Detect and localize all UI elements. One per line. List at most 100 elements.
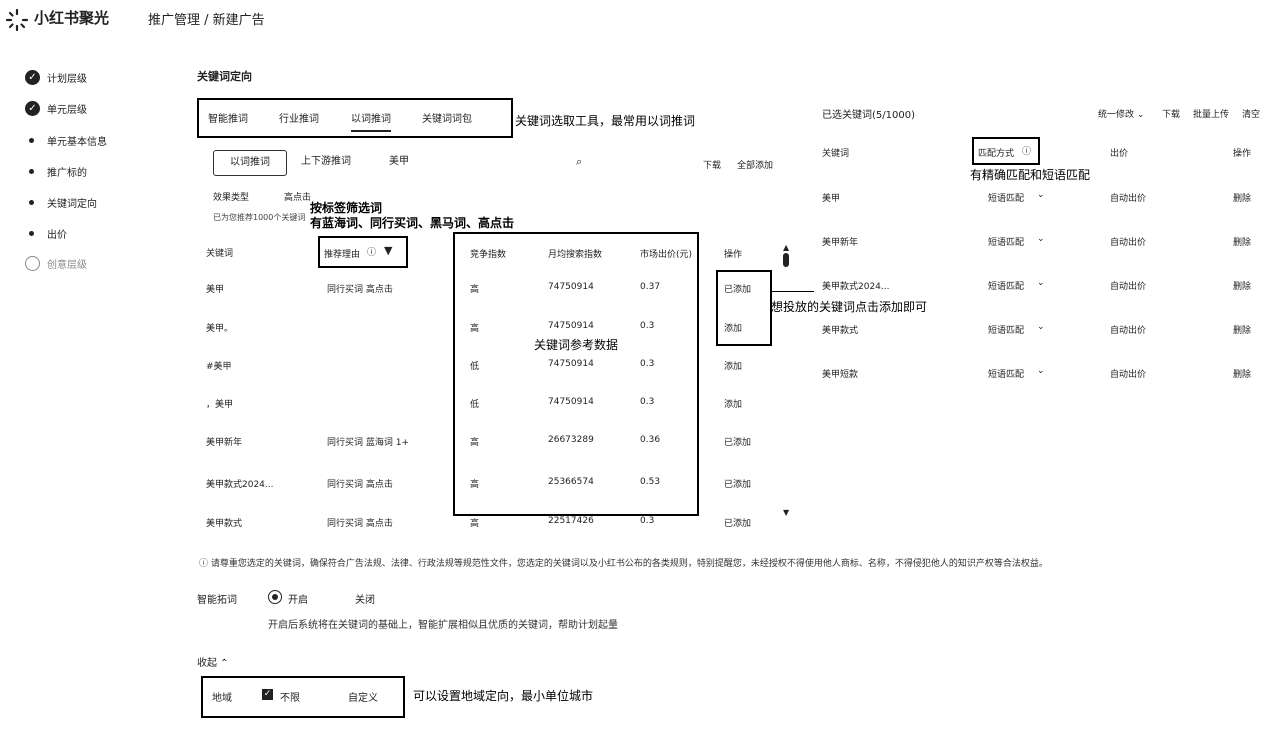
collapse-toggle[interactable]: 收起 ⌃: [197, 658, 229, 669]
sel-th-op: 操作: [1233, 149, 1252, 159]
radio-on-label[interactable]: 开启: [288, 595, 308, 606]
row-action[interactable]: 添加: [724, 324, 743, 334]
add-all-link[interactable]: 全部添加: [737, 161, 774, 171]
step-unit-info[interactable]: 单元基本信息: [25, 133, 107, 148]
sel-row-keyword: 美甲: [822, 194, 841, 204]
row-keyword: #美甲: [206, 362, 232, 372]
sel-row-delete[interactable]: 删除: [1233, 370, 1252, 380]
th-action: 操作: [724, 250, 743, 260]
row-keyword: ，美甲: [206, 400, 234, 410]
row-price: 0.53: [640, 477, 661, 487]
sel-row-bid: 自动出价: [1110, 282, 1147, 292]
info-icon: ⓘ: [367, 248, 377, 258]
sel-row-bid: 自动出价: [1110, 370, 1147, 380]
row-competition: 高: [470, 438, 480, 448]
row-price: 0.3: [640, 516, 655, 526]
row-keyword: 美甲款式2024...: [206, 480, 274, 490]
region-opt-unlimited[interactable]: 不限: [280, 693, 300, 704]
clear-all[interactable]: 清空: [1242, 110, 1261, 120]
chevron-down-icon[interactable]: ⌄: [1037, 234, 1045, 244]
region-opt-custom[interactable]: 自定义: [348, 693, 378, 704]
step-target[interactable]: 推广标的: [25, 164, 87, 179]
search-tab-word[interactable]: 以词推词: [213, 150, 287, 176]
search-icon[interactable]: ⌕: [576, 155, 583, 168]
row-search-index: 74750914: [548, 282, 594, 292]
row-action[interactable]: 已添加: [724, 480, 752, 490]
row-price: 0.37: [640, 282, 661, 292]
scroll-up-icon[interactable]: ▲: [783, 243, 790, 252]
row-action[interactable]: 添加: [724, 400, 743, 410]
row-keyword: 美甲: [206, 285, 225, 295]
sel-row-delete[interactable]: 删除: [1233, 194, 1252, 204]
sel-row-bid: 自动出价: [1110, 238, 1147, 248]
add-box: [716, 270, 772, 346]
row-action[interactable]: 已添加: [724, 438, 752, 448]
chevron-down-icon[interactable]: ⌄: [1037, 278, 1045, 288]
sel-th-bid: 出价: [1110, 149, 1129, 159]
radio-off-label[interactable]: 关闭: [355, 595, 375, 606]
filter-value[interactable]: 高点击: [284, 193, 312, 203]
row-action[interactable]: 已添加: [724, 285, 752, 295]
th-reason: 推荐理由: [324, 250, 361, 260]
row-action[interactable]: 已添加: [724, 519, 752, 529]
chevron-up-icon: ⌃: [217, 658, 229, 669]
radio-on[interactable]: [268, 590, 282, 604]
tab-word[interactable]: 以词推词: [351, 110, 391, 132]
annotation-data: 关键词参考数据: [534, 338, 619, 352]
row-competition: 高: [470, 480, 480, 490]
row-price: 0.36: [640, 435, 661, 445]
step-unit[interactable]: ✓单元层级: [25, 101, 87, 116]
checkbox-icon[interactable]: ✓: [262, 689, 273, 700]
sel-row-match[interactable]: 短语匹配: [988, 326, 1025, 336]
download-link[interactable]: 下载: [703, 161, 722, 171]
tab-package[interactable]: 关键词词包: [422, 114, 472, 125]
empty-circle-icon: [25, 256, 40, 271]
row-competition: 高: [470, 519, 480, 529]
step-keyword[interactable]: 关键词定向: [25, 195, 97, 210]
chevron-down-icon[interactable]: ⌄: [1037, 190, 1045, 200]
bulk-upload[interactable]: 批量上传: [1193, 110, 1230, 120]
selected-download[interactable]: 下载: [1162, 110, 1181, 120]
row-action[interactable]: 添加: [724, 362, 743, 372]
chevron-down-icon[interactable]: ⌄: [1037, 322, 1045, 332]
row-price: 0.3: [640, 359, 655, 369]
row-search-index: 25366574: [548, 477, 594, 487]
sel-row-match[interactable]: 短语匹配: [988, 194, 1025, 204]
sel-row-delete[interactable]: 删除: [1233, 326, 1252, 336]
annotation-tools: 关键词选取工具，最常用以词推词: [515, 114, 696, 128]
th-search-index[interactable]: 月均搜索指数: [548, 250, 603, 260]
scroll-down-icon[interactable]: ▼: [783, 508, 790, 517]
sel-row-delete[interactable]: 删除: [1233, 238, 1252, 248]
th-competition[interactable]: 竞争指数: [470, 250, 507, 260]
sel-row-delete[interactable]: 删除: [1233, 282, 1252, 292]
row-reason: 同行买词 高点击: [327, 480, 393, 490]
sel-row-match[interactable]: 短语匹配: [988, 238, 1025, 248]
step-creative[interactable]: 创意层级: [25, 256, 87, 271]
scrollbar-thumb[interactable]: [783, 253, 789, 267]
breadcrumb[interactable]: 推广管理 / 新建广告: [148, 13, 265, 28]
info-icon: ⓘ: [1022, 147, 1032, 157]
section-title: 关键词定向: [197, 70, 252, 83]
search-tab-chain[interactable]: 上下游推词: [301, 156, 351, 167]
row-price: 0.3: [640, 321, 655, 331]
filter-hint: 已为您推荐1000个关键词: [213, 213, 306, 222]
annotation-filter: 按标签筛选词: [310, 201, 383, 215]
search-input[interactable]: 美甲: [389, 156, 409, 167]
step-plan[interactable]: ✓计划层级: [25, 70, 87, 85]
step-bid[interactable]: 出价: [25, 226, 67, 241]
sel-row-match[interactable]: 短语匹配: [988, 282, 1025, 292]
row-competition: 低: [470, 362, 480, 372]
tab-industry[interactable]: 行业推词: [279, 114, 319, 125]
row-keyword: 美甲。: [206, 324, 234, 334]
tool-tabs-box: [197, 98, 513, 138]
row-search-index: 22517426: [548, 516, 594, 526]
unify-edit[interactable]: 统一修改 ⌄: [1098, 110, 1145, 120]
tab-smart[interactable]: 智能推词: [208, 114, 248, 125]
sel-row-match[interactable]: 短语匹配: [988, 370, 1025, 380]
row-search-index: 26673289: [548, 435, 594, 445]
chevron-down-icon[interactable]: ⌄: [1037, 366, 1045, 376]
filter-icon[interactable]: ▼: [384, 244, 393, 257]
check-icon: ✓: [25, 70, 40, 85]
sel-row-keyword: 美甲新年: [822, 238, 859, 248]
annotation-filter-2: 有蓝海词、同行买词、黑马词、高点击: [310, 216, 515, 230]
